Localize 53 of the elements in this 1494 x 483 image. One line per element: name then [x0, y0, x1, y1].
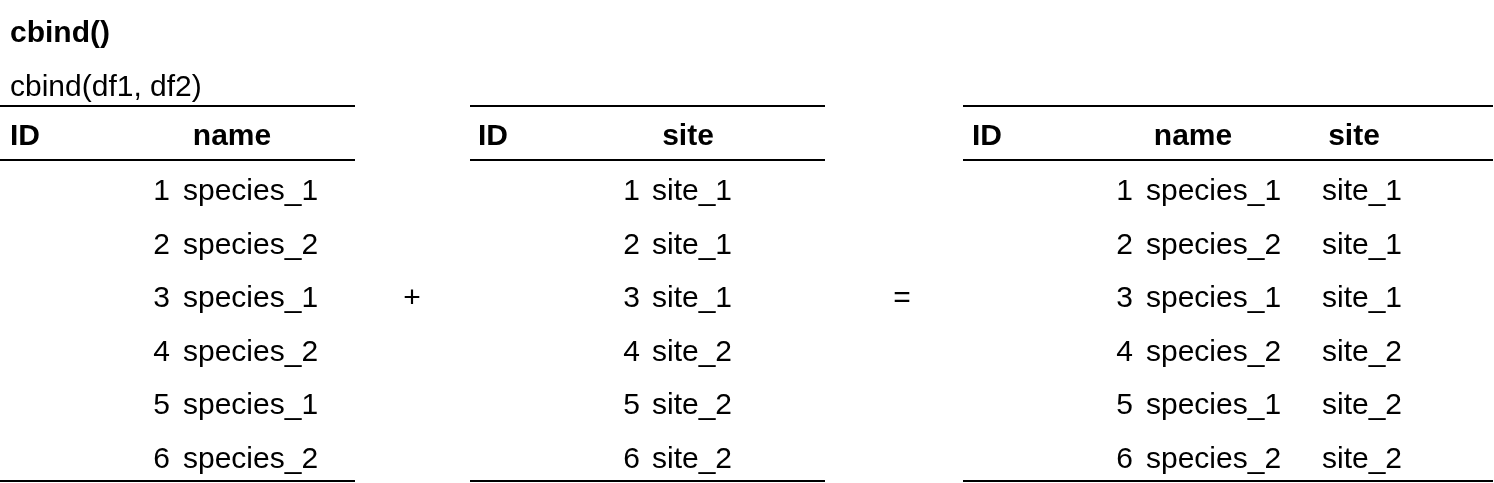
id-value: 2	[1116, 225, 1133, 262]
data-value: site_2	[652, 332, 733, 369]
data-value: site_2	[652, 439, 733, 476]
id-value: 4	[623, 332, 640, 369]
column-header: site	[1328, 117, 1380, 153]
id-value: 3	[1116, 279, 1133, 315]
equals-sign: =	[893, 279, 911, 315]
data-value: site_1	[1322, 225, 1403, 262]
id-value: 5	[623, 386, 640, 422]
data-value: species_1	[1146, 172, 1282, 208]
id-value: 6	[153, 439, 170, 476]
data-value: species_2	[183, 225, 319, 262]
code-subtitle: cbind(df1, df2)	[10, 68, 202, 104]
data-value: site_1	[1322, 172, 1403, 208]
data-value: site_1	[652, 172, 733, 208]
column-header: ID	[478, 117, 508, 153]
data-value: site_1	[1322, 279, 1403, 315]
data-value: site_2	[1322, 386, 1403, 422]
data-value: species_1	[183, 279, 319, 315]
column-header: ID	[972, 117, 1002, 153]
column-header: ID	[10, 117, 40, 153]
id-value: 3	[153, 279, 170, 315]
plus-sign: +	[403, 279, 421, 315]
column-header: name	[192, 117, 272, 153]
data-value: site_2	[1322, 332, 1403, 369]
id-value: 1	[1116, 172, 1133, 208]
column-header: name	[1153, 117, 1233, 153]
id-value: 1	[153, 172, 170, 208]
data-value: species_1	[183, 172, 319, 208]
data-value: species_1	[183, 386, 319, 422]
data-value: species_2	[1146, 332, 1282, 369]
column-header: site	[662, 117, 714, 153]
id-value: 6	[623, 439, 640, 476]
data-value: site_1	[652, 225, 733, 262]
data-value: species_2	[183, 439, 319, 476]
data-value: site_2	[1322, 439, 1403, 476]
id-value: 5	[153, 386, 170, 422]
data-value: site_1	[652, 279, 733, 315]
id-value: 2	[153, 225, 170, 262]
id-value: 3	[623, 279, 640, 315]
data-value: species_1	[1146, 386, 1282, 422]
data-value: species_1	[1146, 279, 1282, 315]
id-value: 5	[1116, 386, 1133, 422]
title: cbind()	[10, 14, 110, 50]
id-value: 4	[153, 332, 170, 369]
id-value: 2	[623, 225, 640, 262]
data-value: site_2	[652, 386, 733, 422]
data-value: species_2	[1146, 225, 1282, 262]
id-value: 6	[1116, 439, 1133, 476]
id-value: 4	[1116, 332, 1133, 369]
id-value: 1	[623, 172, 640, 208]
data-value: species_2	[1146, 439, 1282, 476]
data-value: species_2	[183, 332, 319, 369]
